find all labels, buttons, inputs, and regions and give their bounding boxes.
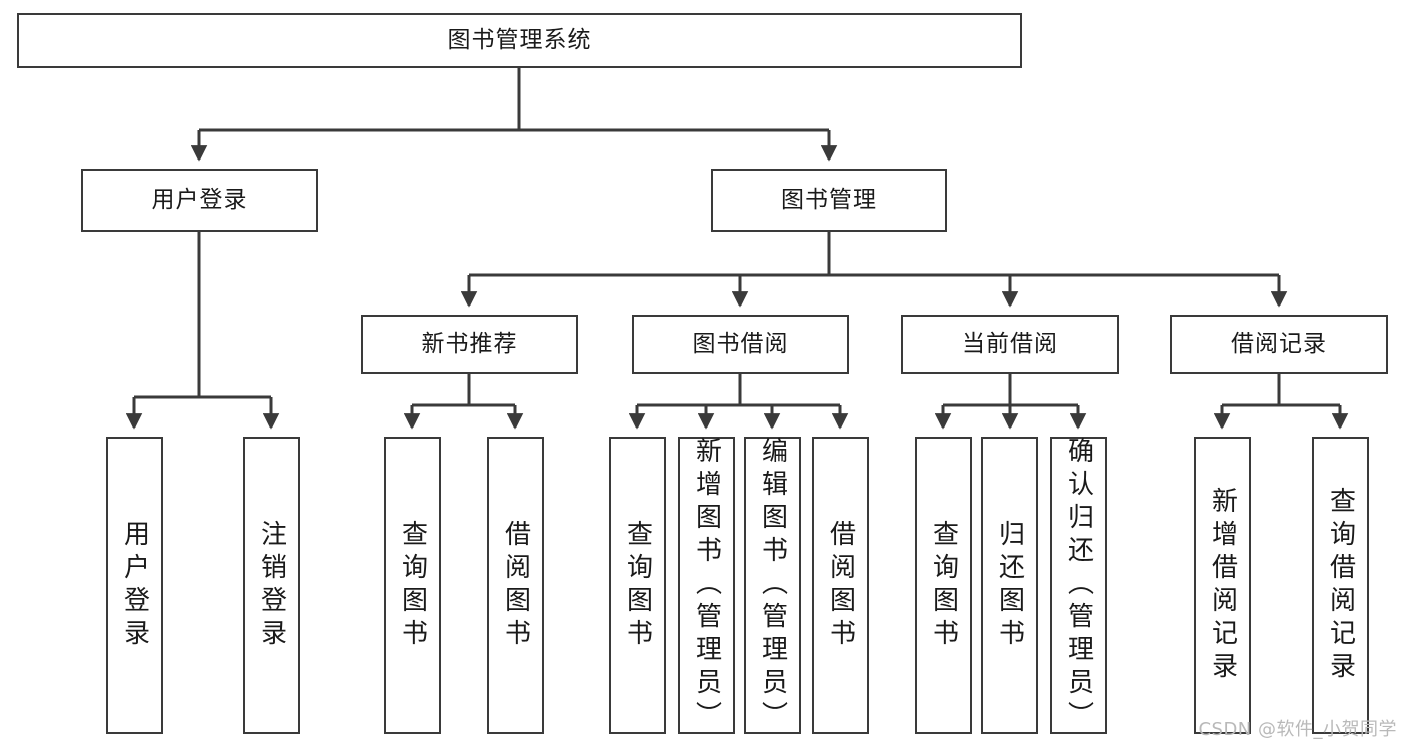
node-leaf-query-book-2-label: 查询图书 xyxy=(622,519,653,652)
node-book-manage[interactable]: 图书管理 xyxy=(711,169,947,232)
node-leaf-user-logout-label: 注销登录 xyxy=(256,519,287,652)
node-leaf-query-book-1[interactable]: 查询图书 xyxy=(384,437,441,734)
node-leaf-add-record-label: 新增借阅记录 xyxy=(1207,486,1238,685)
node-borrow-record-label: 借阅记录 xyxy=(1231,331,1327,358)
node-book-borrow-label: 图书借阅 xyxy=(692,331,789,358)
node-leaf-user-login-label: 用户登录 xyxy=(119,519,150,652)
node-leaf-return-book[interactable]: 归还图书 xyxy=(981,437,1038,734)
node-root[interactable]: 图书管理系统 xyxy=(17,13,1022,68)
node-user-login-label: 用户登录 xyxy=(151,187,248,214)
node-book-manage-label: 图书管理 xyxy=(781,187,877,214)
node-leaf-borrow-book-2[interactable]: 借阅图书 xyxy=(812,437,869,734)
node-leaf-edit-book-label: 编辑图书（管理员） xyxy=(757,437,788,734)
node-leaf-query-book-3-label: 查询图书 xyxy=(928,519,959,652)
node-book-borrow[interactable]: 图书借阅 xyxy=(632,315,849,374)
node-leaf-user-logout[interactable]: 注销登录 xyxy=(243,437,300,734)
node-root-label: 图书管理系统 xyxy=(447,27,592,54)
node-leaf-borrow-book-2-label: 借阅图书 xyxy=(825,519,856,652)
node-current-borrow[interactable]: 当前借阅 xyxy=(901,315,1119,374)
node-current-borrow-label: 当前借阅 xyxy=(962,331,1058,358)
node-leaf-edit-book[interactable]: 编辑图书（管理员） xyxy=(744,437,801,734)
node-leaf-query-book-2[interactable]: 查询图书 xyxy=(609,437,666,734)
node-leaf-borrow-book-1-label: 借阅图书 xyxy=(500,519,531,652)
node-leaf-borrow-book-1[interactable]: 借阅图书 xyxy=(487,437,544,734)
node-leaf-user-login[interactable]: 用户登录 xyxy=(106,437,163,734)
node-leaf-add-record[interactable]: 新增借阅记录 xyxy=(1194,437,1251,734)
node-leaf-query-record[interactable]: 查询借阅记录 xyxy=(1312,437,1369,734)
node-new-book-recommend-label: 新书推荐 xyxy=(421,331,518,358)
node-leaf-confirm-return-label: 确认归还（管理员） xyxy=(1063,437,1094,734)
node-user-login[interactable]: 用户登录 xyxy=(81,169,318,232)
node-borrow-record[interactable]: 借阅记录 xyxy=(1170,315,1388,374)
node-leaf-confirm-return[interactable]: 确认归还（管理员） xyxy=(1050,437,1107,734)
node-leaf-add-book[interactable]: 新增图书（管理员） xyxy=(678,437,735,734)
node-leaf-add-book-label: 新增图书（管理员） xyxy=(691,437,722,734)
node-leaf-query-book-3[interactable]: 查询图书 xyxy=(915,437,972,734)
node-new-book-recommend[interactable]: 新书推荐 xyxy=(361,315,578,374)
node-leaf-query-record-label: 查询借阅记录 xyxy=(1325,486,1356,685)
node-leaf-return-book-label: 归还图书 xyxy=(994,519,1025,652)
node-leaf-query-book-1-label: 查询图书 xyxy=(397,519,428,652)
